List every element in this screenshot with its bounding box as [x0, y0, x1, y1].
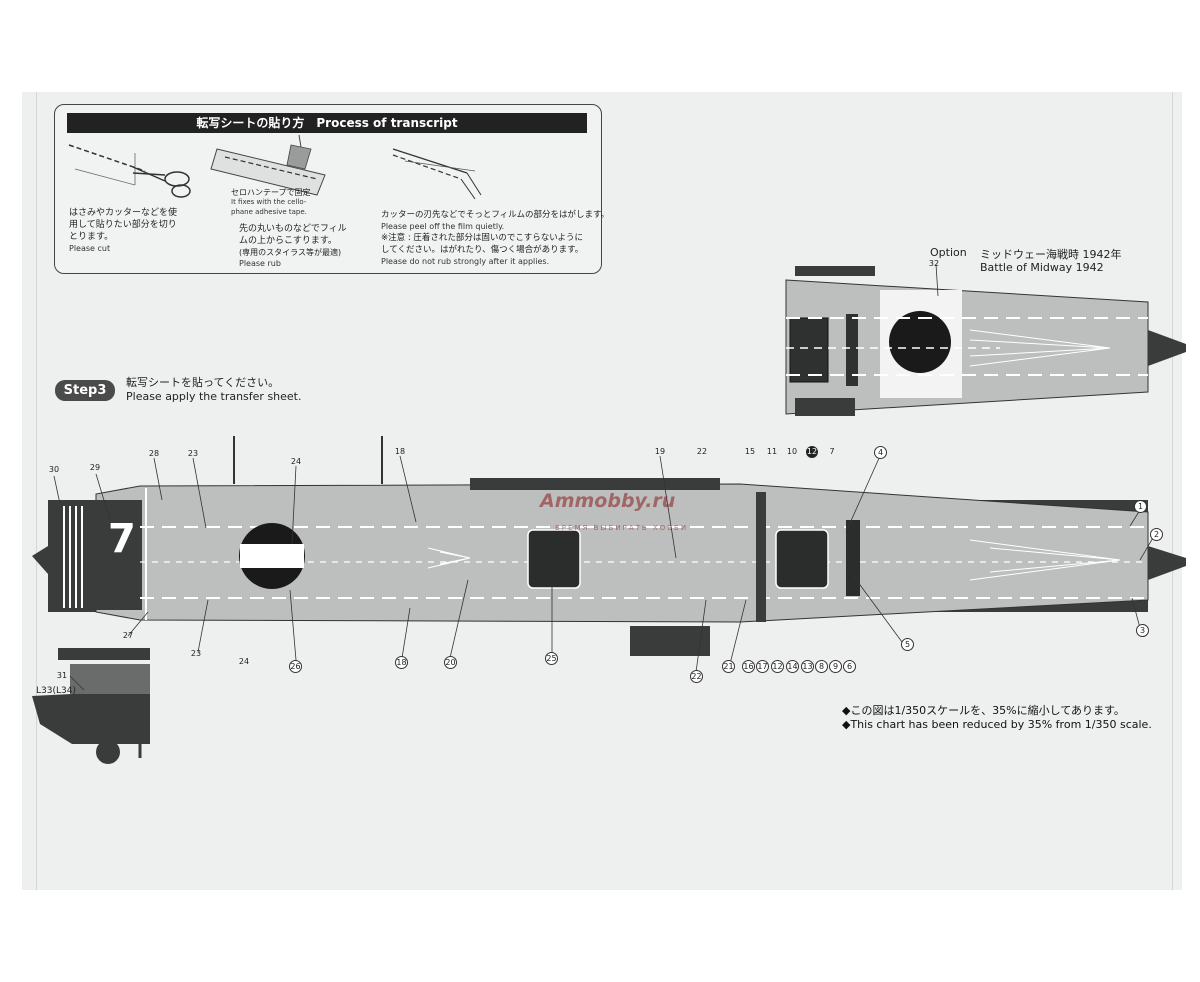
step-cut-ja-1: はさみやカッターなどを使 — [69, 208, 178, 218]
callout-14: 14 — [786, 660, 799, 673]
callout-7: 7 — [829, 447, 835, 456]
step-rub-en: Please rub — [239, 259, 281, 268]
callout-3: 3 — [1136, 624, 1149, 637]
callout-26: 26 — [289, 660, 302, 673]
callout-27: 27 — [122, 631, 134, 640]
callout-16: 16 — [742, 660, 755, 673]
stern-side-view — [32, 648, 150, 764]
callout-23-bottom: 23 — [190, 649, 202, 658]
callout-11: 11 — [766, 447, 778, 456]
callout-24-top: 24 — [290, 457, 302, 466]
step-warn-ja-2: してください。はがれたり、傷つく場合があります。 — [381, 245, 584, 255]
callout-8: 8 — [815, 660, 828, 673]
callout-leader-lines — [53, 263, 1155, 691]
step-rub-ja-1: 先の丸いものなどでフィル — [239, 224, 347, 234]
transfer-process-box: 転写シートの貼り方 Process of transcript は — [54, 104, 609, 274]
scale-note-ja: ◆この図は1/350スケールを、35%に縮小してあります。 — [842, 704, 1125, 717]
callout-23-top: 23 — [187, 449, 199, 458]
callout-24-bottom: 24 — [238, 657, 250, 666]
callout-21: 21 — [722, 660, 735, 673]
step-tape-en-1: It fixes with the cello- — [231, 198, 307, 206]
callout-18-bottom: 18 — [395, 656, 408, 669]
callout-5: 5 — [901, 638, 914, 651]
callout-17: 17 — [756, 660, 769, 673]
hull-code: 7 — [108, 516, 136, 562]
process-title: 転写シートの貼り方 Process of transcript — [67, 113, 587, 133]
callout-13: 13 — [801, 660, 814, 673]
callout-6: 6 — [843, 660, 856, 673]
option-caption-ja: ミッドウェー海戦時 1942年 — [980, 248, 1122, 261]
callout-10: 10 — [786, 447, 798, 456]
callout-29: 29 — [89, 463, 101, 472]
callout-12-bottom: 12 — [771, 660, 784, 673]
option-label: Option — [930, 246, 967, 259]
watermark-slogan: ВРЕМЯ ВЫБИРАТЬ ХОББИ — [555, 524, 689, 532]
step-peel-en: Please peel off the film quietly. — [381, 222, 505, 231]
scissors-icon — [68, 144, 191, 198]
step-rub-note: (専用のスタイラス等が最適) — [239, 248, 342, 257]
callout-4: 4 — [874, 446, 887, 459]
callout-25: 25 — [545, 652, 558, 665]
step-peel-ja: カッターの刃先などでそっとフィルムの部分をはがします。 — [381, 210, 610, 220]
step-cut-ja-3: とります。 — [69, 232, 114, 242]
callout-2: 2 — [1150, 528, 1163, 541]
step-cut-ja-2: 用して貼りたい部分を切り — [69, 220, 177, 230]
callout-28: 28 — [148, 449, 160, 458]
page-fold-line — [36, 92, 37, 890]
option-flight-deck — [785, 266, 1186, 416]
callout-19: 19 — [654, 447, 666, 456]
process-illustrations — [68, 134, 482, 200]
callout-20: 20 — [444, 656, 457, 669]
step-tape-ja: セロハンテープで固定 — [231, 188, 311, 197]
callout-9: 9 — [829, 660, 842, 673]
watermark-logo: Ammobby.ru — [540, 490, 676, 512]
callout-L33: L33(L34) — [36, 686, 76, 696]
step-warn-ja-1: ※注意 : 圧着された部分は固いのでこすらないように — [381, 233, 584, 243]
callout-30: 30 — [48, 465, 60, 474]
step3-instruction-en: Please apply the transfer sheet. — [126, 390, 302, 403]
callout-1: 1 — [1134, 500, 1147, 513]
step-cut-en: Please cut — [69, 244, 111, 253]
hinomaru-option — [889, 311, 951, 373]
callout-22-bottom: 22 — [690, 670, 703, 683]
step-tape-en-2: phane adhesive tape. — [231, 208, 307, 216]
step-rub-ja-2: ムの上からこすります。 — [239, 236, 337, 246]
step-warn-en: Please do not rub strongly after it appl… — [381, 257, 550, 266]
callout-32: 32 — [928, 259, 940, 268]
tape-icon — [210, 134, 326, 196]
peel-film-icon — [392, 148, 482, 200]
callout-18-top: 18 — [394, 447, 406, 456]
main-flight-deck: 7 — [32, 436, 1186, 656]
callout-22-top: 22 — [696, 447, 708, 456]
option-caption-en: Battle of Midway 1942 — [980, 261, 1104, 274]
scale-note-en: ◆This chart has been reduced by 35% from… — [842, 718, 1152, 731]
step3-badge: Step3 — [55, 380, 115, 401]
callout-12-top: 12 — [806, 446, 818, 458]
page-edge-line — [1172, 92, 1173, 890]
callout-31: 31 — [56, 671, 68, 680]
callout-15: 15 — [744, 447, 756, 456]
step3-instruction-ja: 転写シートを貼ってください。 — [126, 376, 280, 389]
